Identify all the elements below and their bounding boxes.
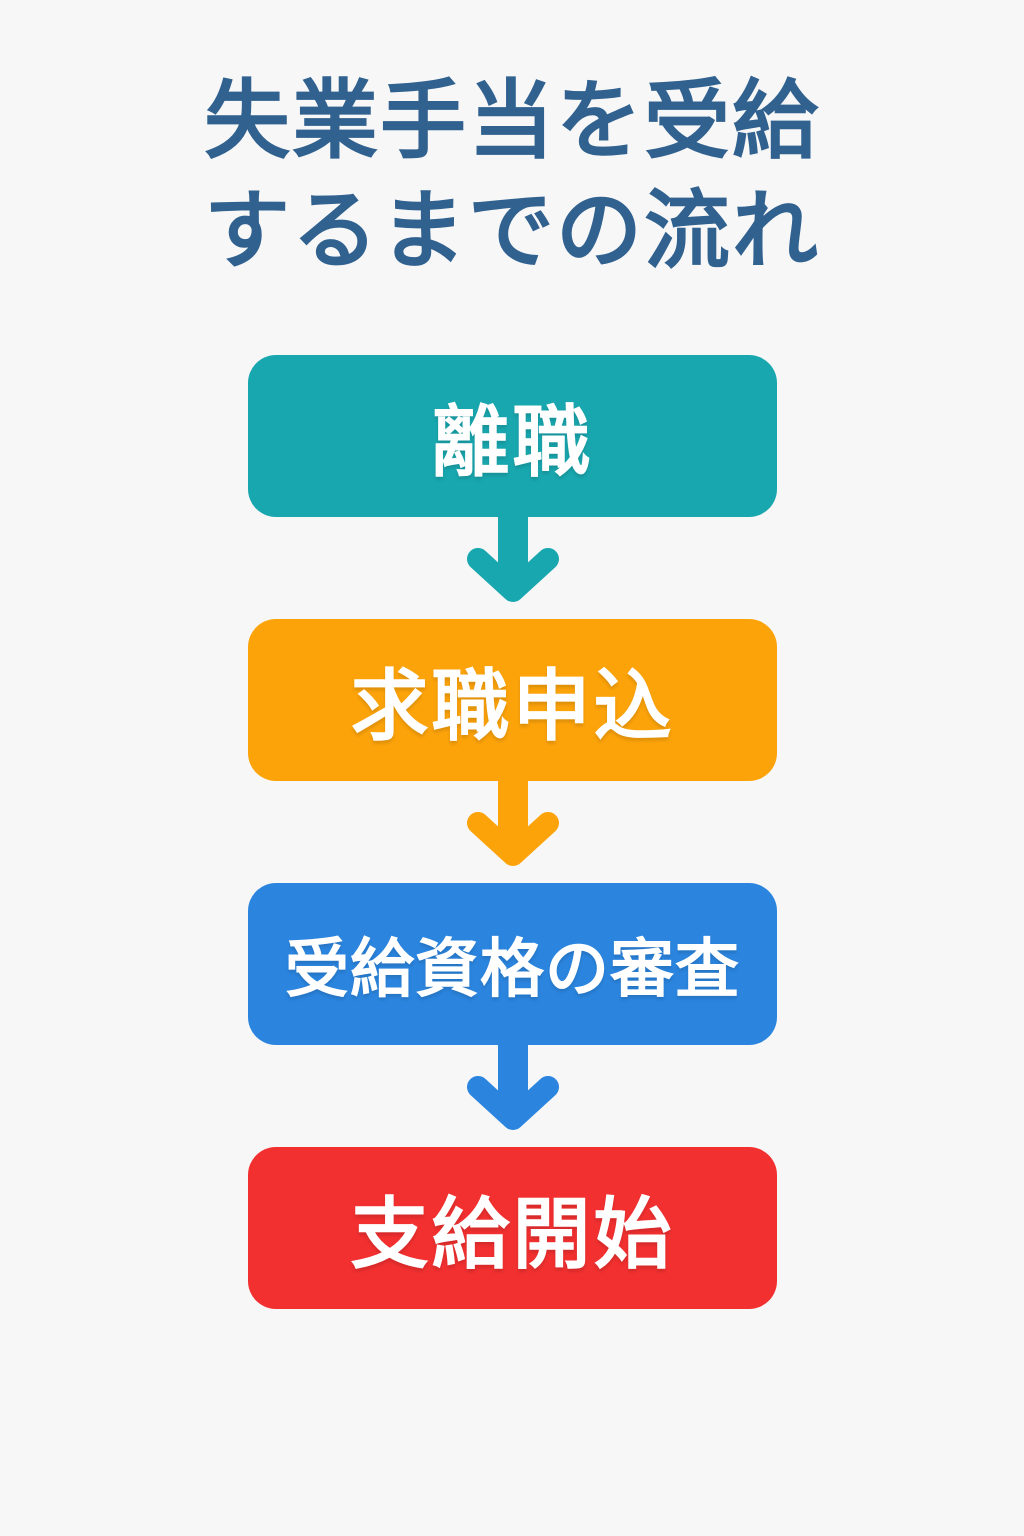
- step-payment-start: 支給開始: [248, 1147, 777, 1309]
- page-title-line-1: 失業手当を受給: [204, 73, 820, 169]
- arrow-down-icon: [248, 517, 777, 619]
- step-eligibility-screening-label: 受給資格の審査: [285, 933, 740, 1005]
- step-eligibility-screening: 受給資格の審査: [248, 883, 777, 1045]
- step-job-application-label: 求職申込: [350, 662, 675, 750]
- step-job-application: 求職申込: [248, 619, 777, 781]
- page-title: 失業手当を受給 するまでの流れ: [0, 66, 1024, 286]
- flowchart: 離職 求職申込 受給資格の審査 支給開始: [248, 355, 777, 1309]
- step-resignation-label: 離職: [431, 398, 594, 486]
- arrow-down-icon: [248, 781, 777, 883]
- step-resignation: 離職: [248, 355, 777, 517]
- step-payment-start-label: 支給開始: [350, 1190, 675, 1278]
- arrow-down-icon: [248, 1045, 777, 1147]
- page-title-line-2: するまでの流れ: [204, 183, 820, 279]
